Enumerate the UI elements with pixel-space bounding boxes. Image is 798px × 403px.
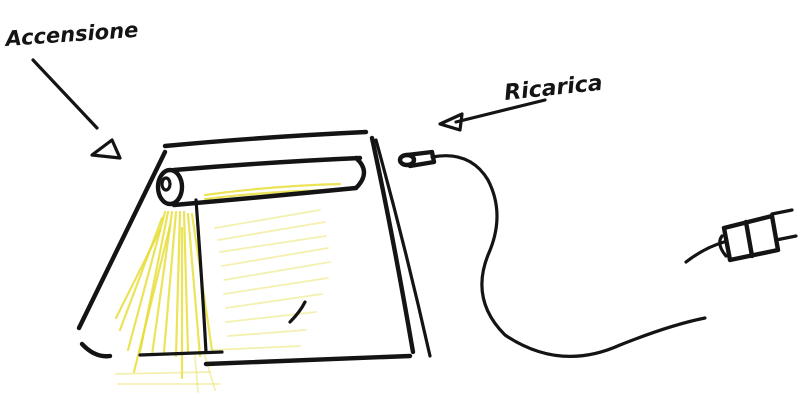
- ricarica-pointer: [440, 100, 545, 130]
- light-bar: [158, 158, 364, 205]
- charging-cable: [432, 156, 705, 357]
- label-accensione: Accensione: [3, 18, 139, 51]
- power-button: [162, 178, 170, 190]
- plug-icon: [686, 210, 796, 262]
- label-ricarica: Ricarica: [503, 71, 604, 106]
- accensione-pointer: [33, 60, 120, 158]
- charging-port: [400, 152, 434, 166]
- lamp-body: [79, 132, 430, 364]
